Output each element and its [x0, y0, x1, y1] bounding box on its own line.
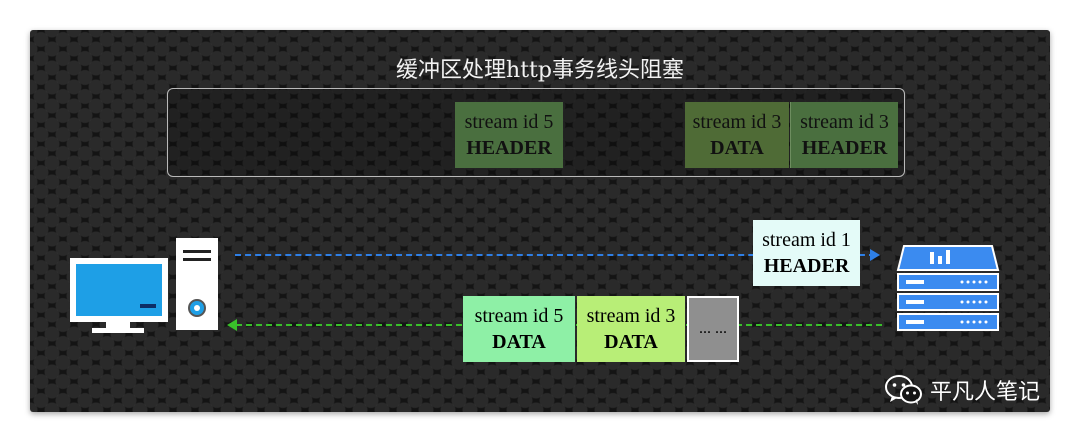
outgoing-frame-stream1-header: stream id 1 HEADER — [753, 220, 860, 286]
frame-type: HEADER — [763, 255, 850, 277]
frame-type: HEADER — [466, 137, 552, 159]
frame-stream-id: stream id 3 — [692, 111, 782, 133]
frame-type: DATA — [492, 331, 546, 353]
watermark: 平凡人笔记 — [884, 374, 1040, 406]
frame-stream-id: stream id 3 — [800, 111, 889, 133]
frame-stream-id: stream id 5 — [474, 305, 564, 327]
frame-type: HEADER — [801, 137, 888, 159]
frame-stream-id: stream id 5 — [464, 111, 554, 133]
server-icon — [896, 245, 1000, 331]
request-arrow-icon — [870, 249, 880, 261]
request-dashed-line — [235, 254, 875, 256]
diagram-canvas: 缓冲区处理http事务线头阻塞 stream id 5 HEADER strea… — [30, 30, 1050, 412]
response-arrow-icon — [227, 319, 237, 331]
buffer-frame-stream3-header: stream id 3 HEADER — [790, 102, 898, 168]
frame-stream-id: stream id 1 — [762, 229, 851, 251]
incoming-frame-stream5-data: stream id 5 DATA — [463, 296, 575, 362]
frame-type: DATA — [710, 137, 764, 159]
incoming-frame-stream3-data: stream id 3 DATA — [577, 296, 685, 362]
wechat-icon — [884, 375, 922, 405]
client-computer-icon — [70, 238, 218, 333]
incoming-frame-ellipsis: ... ... — [687, 296, 739, 362]
watermark-text: 平凡人笔记 — [929, 380, 1040, 405]
frame-stream-id: stream id 3 — [586, 305, 676, 327]
ellipsis-text: ... ... — [699, 320, 727, 337]
buffer-frame-stream3-data: stream id 3 DATA — [685, 102, 789, 168]
buffer-frame-stream5-header: stream id 5 HEADER — [455, 102, 563, 168]
frame-type: DATA — [604, 331, 658, 353]
diagram-title: 缓冲区处理http事务线头阻塞 — [396, 58, 684, 83]
